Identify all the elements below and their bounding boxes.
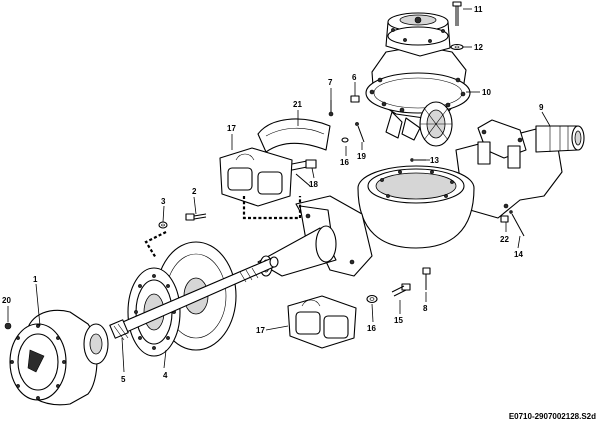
dashed-connector-3: [144, 231, 167, 259]
brake-caliper-17-upper: [219, 147, 317, 207]
wheel-hub-1: [9, 309, 109, 406]
screw-7: [328, 100, 334, 117]
callout-17-upper: 17: [227, 124, 236, 133]
brake-caliper-17-lower: [287, 295, 357, 349]
callout-13: 13: [430, 156, 439, 165]
bolt-11: [452, 1, 462, 26]
callout-18: 18: [309, 180, 318, 189]
drawing-code: E0710-2907002128.S2d: [508, 412, 596, 421]
washer-3: [158, 221, 168, 229]
callout-2: 2: [192, 187, 197, 196]
callout-8: 8: [423, 304, 428, 313]
axle-housing: [257, 119, 585, 290]
callout-17-lower: 17: [256, 326, 265, 335]
callout-labels: 1 2 3 4 5 6 7 8 9 10 11 12 13 14 15 16 1…: [2, 5, 544, 384]
pin-14: [509, 210, 525, 237]
bolt-2: [185, 213, 207, 221]
pin-13: [410, 158, 426, 162]
callout-14: 14: [514, 250, 523, 259]
axle-shaft-5: [109, 256, 279, 341]
callout-5: 5: [121, 375, 126, 384]
callout-4: 4: [163, 371, 168, 380]
callout-10: 10: [482, 88, 491, 97]
pin-19: [355, 122, 365, 143]
callout-15: 15: [394, 316, 403, 325]
callout-6: 6: [352, 73, 357, 82]
callout-12: 12: [474, 43, 483, 52]
plug-6: [350, 95, 360, 103]
bolt-20: [4, 322, 12, 330]
washer-16-lower: [366, 294, 378, 304]
callout-1: 1: [33, 275, 38, 284]
plug-22: [500, 215, 509, 223]
bolt-18: [295, 173, 311, 187]
callout-7: 7: [328, 78, 333, 87]
callout-16-lower: 16: [367, 324, 376, 333]
callout-20: 20: [2, 296, 11, 305]
callout-3: 3: [161, 197, 166, 206]
callout-16-upper: 16: [340, 158, 349, 167]
callout-9: 9: [539, 103, 544, 112]
washer-16-upper: [341, 137, 349, 143]
callout-21: 21: [293, 100, 302, 109]
callout-22: 22: [500, 235, 509, 244]
callout-11: 11: [474, 5, 483, 14]
leader-lines: [7, 8, 551, 373]
washer-12: [450, 43, 464, 51]
bolt-15: [391, 283, 411, 297]
brake-shield-21: [257, 118, 331, 153]
differential-assembly: [365, 12, 471, 147]
dashed-connector-17: [242, 196, 302, 220]
callout-19: 19: [357, 152, 366, 161]
